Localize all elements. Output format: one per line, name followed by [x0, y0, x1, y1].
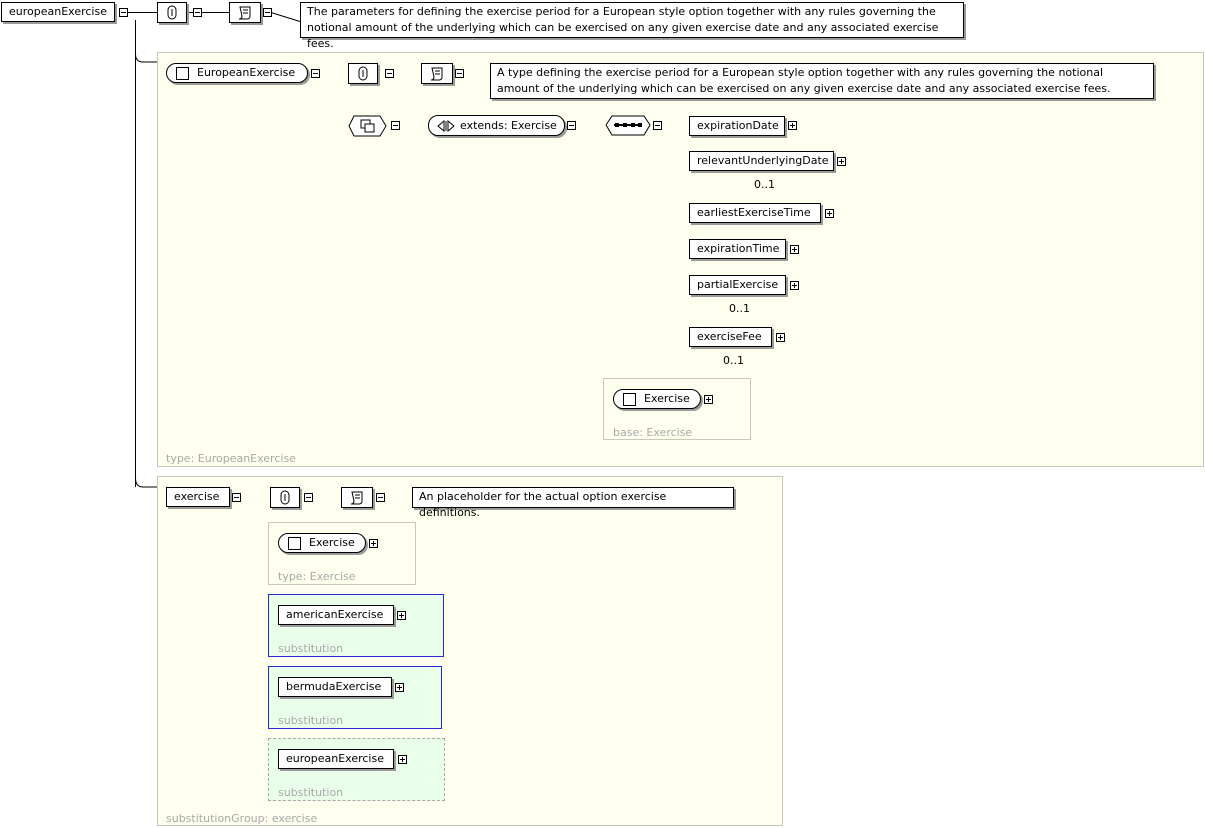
base-type-name: Exercise — [644, 392, 690, 405]
expand-toggle[interactable] — [790, 245, 799, 254]
annotation-collapse-toggle[interactable] — [304, 493, 313, 502]
root-collapse-toggle[interactable] — [119, 8, 128, 17]
exercise-type-name: Exercise — [309, 536, 355, 549]
expand-toggle[interactable] — [704, 395, 713, 404]
element-expirationDate[interactable]: expirationDate — [689, 116, 785, 136]
expand-toggle[interactable] — [825, 209, 834, 218]
element-europeanExercise[interactable]: europeanExercise — [278, 749, 394, 769]
element-earliestExerciseTime[interactable]: earliestExerciseTime — [689, 203, 821, 223]
documentation-icon — [421, 63, 453, 84]
exercise-type-label: type: Exercise — [278, 570, 356, 583]
expand-toggle[interactable] — [398, 755, 407, 764]
substitution-panel-self — [268, 738, 445, 801]
annotation-collapse-toggle[interactable] — [385, 69, 394, 78]
substitution-panel — [268, 666, 442, 729]
complex-type-icon — [176, 67, 189, 80]
element-name: americanExercise — [286, 608, 384, 621]
expand-toggle[interactable] — [788, 121, 797, 130]
expand-toggle[interactable] — [397, 611, 406, 620]
expand-toggle[interactable] — [790, 281, 799, 290]
base-panel-label: base: Exercise — [613, 426, 693, 439]
element-exerciseFee[interactable]: exerciseFee — [689, 327, 772, 347]
element-name: exerciseFee — [697, 330, 762, 343]
complex-type-name: EuropeanExercise — [197, 66, 296, 79]
complex-type-box[interactable]: EuropeanExercise — [166, 63, 308, 83]
element-partialExercise[interactable]: partialExercise — [689, 275, 786, 295]
expand-toggle[interactable] — [776, 333, 785, 342]
root-element-box[interactable]: europeanExercise — [1, 2, 115, 22]
documentation-collapse-toggle[interactable] — [263, 8, 272, 17]
extension-label: extends: Exercise — [460, 119, 557, 132]
occurrence-label: 0..1 — [754, 178, 775, 191]
annotation-icon — [348, 63, 378, 84]
annotation-collapse-toggle[interactable] — [193, 8, 202, 17]
exercise-element-name: exercise — [174, 490, 220, 503]
element-name: earliestExerciseTime — [697, 206, 811, 219]
root-element-name: europeanExercise — [9, 5, 107, 18]
expand-toggle[interactable] — [395, 683, 404, 692]
documentation-icon — [229, 2, 261, 23]
exercise-documentation-text: An placeholder for the actual option exe… — [412, 487, 734, 519]
complex-content-icon — [348, 115, 388, 137]
annotation-icon — [270, 487, 300, 508]
element-bermudaExercise[interactable]: bermudaExercise — [278, 677, 392, 697]
complex-type-icon — [288, 537, 301, 550]
element-americanExercise[interactable]: americanExercise — [278, 605, 394, 625]
complex-type-documentation-text: A type defining the exercise period for … — [490, 63, 1154, 99]
complex-type-icon — [623, 393, 636, 406]
substitution-group-label: substitutionGroup: exercise — [166, 812, 318, 825]
occurrence-label: 0..1 — [723, 354, 744, 367]
type-panel-label: type: EuropeanExercise — [166, 452, 296, 465]
base-complex-type-box[interactable]: Exercise — [613, 389, 701, 409]
exercise-element-box[interactable]: exercise — [166, 487, 230, 507]
substitution-label: substitution — [278, 642, 344, 655]
exercise-collapse-toggle[interactable] — [232, 493, 241, 502]
element-expirationTime[interactable]: expirationTime — [689, 239, 786, 259]
extension-arrow-icon — [437, 120, 455, 132]
element-name: expirationTime — [697, 242, 780, 255]
expand-toggle[interactable] — [837, 157, 846, 166]
extension-collapse-toggle[interactable] — [567, 121, 576, 130]
base-type-panel — [603, 378, 751, 440]
element-name: relevantUnderlyingDate — [697, 154, 829, 167]
element-name: europeanExercise — [286, 752, 384, 765]
element-relevantUnderlyingDate[interactable]: relevantUnderlyingDate — [689, 151, 834, 171]
documentation-collapse-toggle[interactable] — [376, 493, 385, 502]
documentation-icon — [341, 487, 373, 508]
exercise-type-panel — [268, 522, 416, 585]
substitution-label: substitution — [278, 786, 344, 799]
complex-type-collapse-toggle[interactable] — [311, 69, 320, 78]
substitution-panel — [268, 594, 444, 657]
sequence-collapse-toggle[interactable] — [653, 121, 662, 130]
complex-content-collapse-toggle[interactable] — [391, 121, 400, 130]
exercise-type-box[interactable]: Exercise — [278, 533, 366, 553]
expand-toggle[interactable] — [369, 539, 378, 548]
element-name: partialExercise — [697, 278, 779, 291]
occurrence-label: 0..1 — [729, 302, 750, 315]
annotation-icon — [157, 2, 187, 23]
documentation-collapse-toggle[interactable] — [455, 69, 464, 78]
element-name: expirationDate — [697, 119, 779, 132]
substitution-label: substitution — [278, 714, 344, 727]
sequence-icon — [605, 115, 651, 136]
extension-box[interactable]: extends: Exercise — [428, 115, 565, 136]
element-name: bermudaExercise — [286, 680, 382, 693]
substitution-group-panel — [157, 476, 783, 826]
root-documentation-text: The parameters for defining the exercise… — [300, 2, 964, 50]
